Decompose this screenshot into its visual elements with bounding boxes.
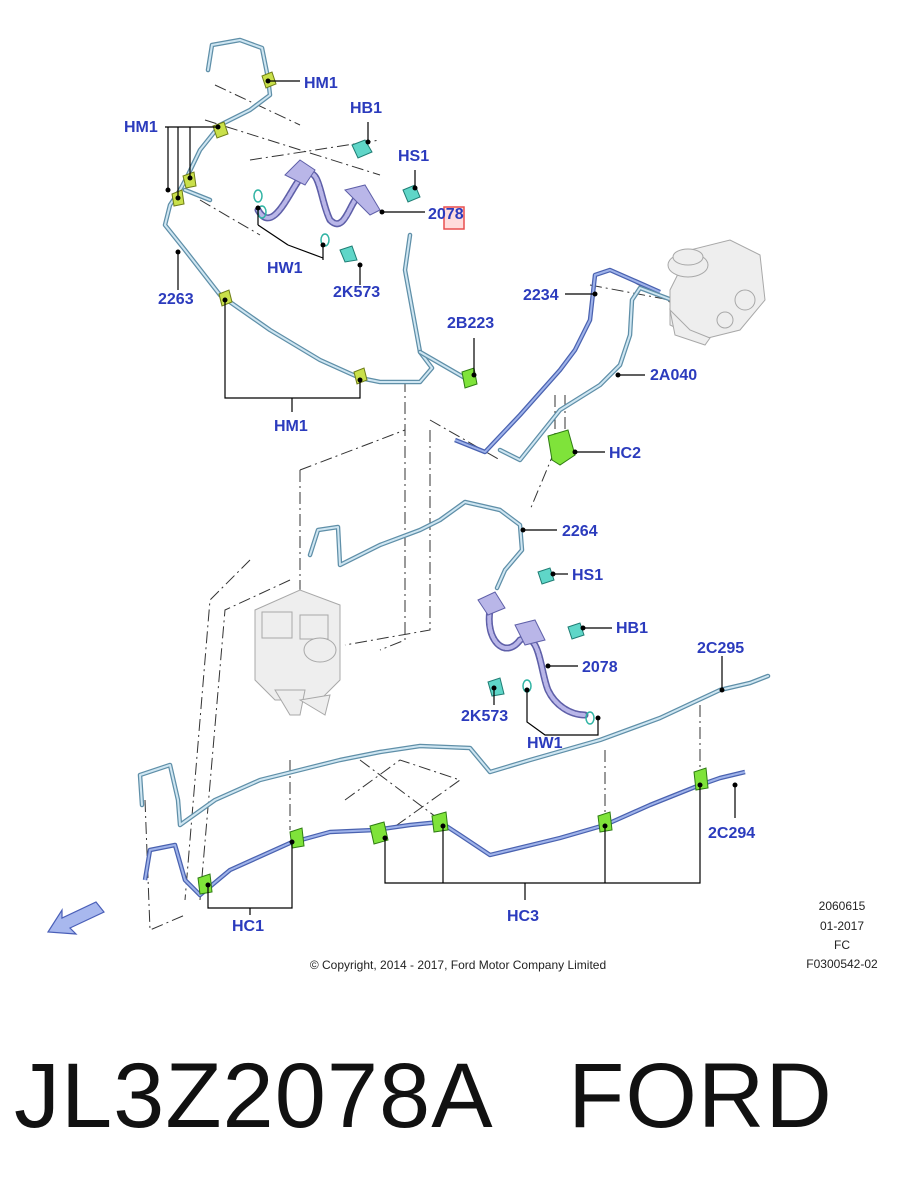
label-2234: 2234 bbox=[523, 287, 559, 304]
clips bbox=[171, 71, 709, 895]
label-hm1-top: HM1 bbox=[304, 75, 338, 92]
illustration-meta: 2060615 01-2017 FC F0300542-02 bbox=[806, 899, 878, 971]
part-number: JL3Z2078A bbox=[14, 1045, 489, 1147]
brake-line-2234 bbox=[454, 267, 661, 455]
rear-brake-hose-2078 bbox=[477, 591, 589, 719]
front-brake-hose-2078 bbox=[254, 159, 381, 227]
copyright-notice: © Copyright, 2014 - 2017, Ford Motor Com… bbox=[310, 958, 606, 972]
meta-line-4: F0300542-02 bbox=[806, 957, 878, 971]
brake-lines-exploded-diagram: HM1 HM1 HB1 HS1 2078 HW1 2K573 2263 2B22… bbox=[46, 37, 878, 972]
label-hc3: HC3 bbox=[507, 908, 539, 925]
meta-line-3: FC bbox=[834, 938, 850, 952]
label-hb1-top: HB1 bbox=[350, 100, 382, 117]
label-hs1-top: HS1 bbox=[398, 148, 429, 165]
part-highlight-box bbox=[443, 206, 465, 230]
label-2c295: 2C295 bbox=[697, 640, 744, 657]
label-hw1-top: HW1 bbox=[267, 260, 303, 277]
label-hm1-left: HM1 bbox=[124, 119, 158, 136]
leader-lines bbox=[165, 78, 738, 915]
meta-line-2: 01-2017 bbox=[820, 919, 864, 933]
label-hc2: HC2 bbox=[609, 445, 641, 462]
front-direction-arrow-icon bbox=[46, 901, 105, 935]
label-hb1-bottom: HB1 bbox=[616, 620, 648, 637]
label-2k573-top: 2K573 bbox=[333, 284, 380, 301]
brake-line-2c294 bbox=[142, 769, 746, 898]
master-cylinder bbox=[667, 239, 766, 346]
brand-name: FORD bbox=[568, 1045, 833, 1147]
label-2b223: 2B223 bbox=[447, 315, 494, 332]
label-hm1-bottom: HM1 bbox=[274, 418, 308, 435]
label-hs1-bottom: HS1 bbox=[572, 567, 603, 584]
brake-line-2c295 bbox=[137, 673, 771, 828]
label-2c294: 2C294 bbox=[708, 825, 755, 842]
meta-line-1: 2060615 bbox=[819, 899, 866, 913]
label-2264: 2264 bbox=[562, 523, 598, 540]
label-2k573-bottom: 2K573 bbox=[461, 708, 508, 725]
callout-labels: HM1 HM1 HB1 HS1 2078 HW1 2K573 2263 2B22… bbox=[124, 75, 755, 935]
label-2a040: 2A040 bbox=[650, 367, 697, 384]
label-hw1-bottom: HW1 bbox=[527, 735, 563, 752]
abs-module bbox=[254, 589, 341, 716]
label-2263: 2263 bbox=[158, 291, 194, 308]
part-number-caption: JL3Z2078A FORD bbox=[14, 1050, 833, 1142]
label-hc1: HC1 bbox=[232, 918, 264, 935]
label-2078-bottom: 2078 bbox=[582, 659, 618, 676]
brake-line-2a040 bbox=[497, 285, 675, 463]
brake-line-2264 bbox=[307, 499, 525, 591]
label-2078-top: 2078 bbox=[428, 206, 464, 223]
brake-line-2263 bbox=[162, 37, 468, 385]
